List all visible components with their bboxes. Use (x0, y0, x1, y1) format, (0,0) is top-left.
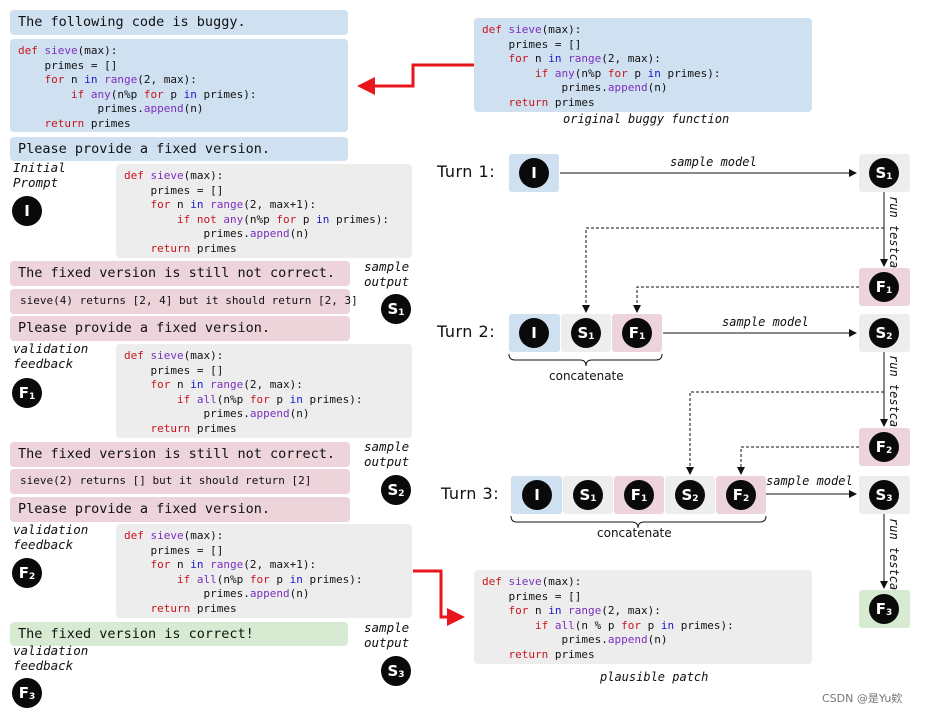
watermark: CSDN @是Yu欸 (822, 692, 903, 705)
provide-fixed-message-3: Please provide a fixed version. (10, 497, 350, 522)
provide-fixed-message-2: Please provide a fixed version. (10, 316, 350, 341)
dashed-s1-to-turn2 (582, 227, 884, 313)
correct-message: The fixed version is correct! (10, 622, 348, 646)
turn-3-label: Turn 3: (441, 484, 500, 503)
dashed-f1-to-turn2 (633, 286, 859, 313)
turn3-sample-model-label: sample model (766, 474, 853, 488)
validation-feedback-label-2: validation feedback (13, 522, 89, 552)
turn2-concatenate-brace (508, 353, 663, 367)
sample-output-label-2: sample output (364, 439, 410, 469)
sample-output-1-code: def sieve(max): primes = [] for n in ran… (116, 164, 412, 258)
turn1-node-i: I (519, 158, 549, 188)
sample-output-2-code: def sieve(max): primes = [] for n in ran… (116, 344, 412, 438)
node-initial-prompt-left: I (12, 196, 42, 226)
turn-1-label: Turn 1: (437, 162, 496, 181)
validation-feedback-label-3: validation feedback (13, 643, 89, 673)
plausible-patch-label: plausible patch (600, 670, 709, 684)
validation-feedback-1-text: sieve(4) returns [2, 4] but it should re… (10, 289, 358, 314)
plausible-patch-code: def sieve(max): primes = [] for n in ran… (474, 570, 812, 664)
turn-2-label: Turn 2: (437, 322, 496, 341)
sample-output-label-1: sample output (364, 259, 410, 289)
turn2-sample-model-label: sample model (722, 315, 809, 329)
original-buggy-function-code: def sieve(max): primes = [] for n in ran… (474, 18, 812, 112)
provide-fixed-message-1: Please provide a fixed version. (10, 137, 348, 161)
turn1-sample-model-label: sample model (670, 155, 757, 169)
sample-output-3-code: def sieve(max): primes = [] for n in ran… (116, 524, 412, 618)
buggy-code-block: def sieve(max): primes = [] for n in ran… (10, 39, 348, 132)
initial-prompt-label: Initial Prompt (13, 160, 66, 190)
validation-feedback-2-text: sieve(2) returns [] but it should return… (10, 469, 350, 494)
turn3-concatenate-label: concatenate (597, 526, 672, 540)
red-arrow-to-plausible-patch (413, 569, 465, 626)
turn2-node-i: I (519, 318, 549, 348)
sample-output-label-3: sample output (364, 620, 410, 650)
dashed-f2-to-turn3 (737, 446, 859, 475)
dashed-s2-to-turn3 (686, 391, 884, 475)
run-testcase-label-3: run testcase (887, 518, 901, 605)
turn2-concatenate-label: concatenate (549, 369, 624, 383)
validation-feedback-label-1: validation feedback (13, 341, 89, 371)
turn3-concatenate-brace (510, 515, 767, 529)
buggy-prompt-message: The following code is buggy. (10, 10, 348, 35)
original-buggy-function-label: original buggy function (563, 112, 730, 126)
run-testcase-label-2: run testcase (887, 355, 901, 442)
red-arrow-original-to-prompt (357, 63, 474, 95)
still-not-correct-message-2: The fixed version is still not correct. (10, 442, 350, 467)
run-testcase-label-1: run testcase (887, 196, 901, 283)
still-not-correct-message-1: The fixed version is still not correct. (10, 261, 350, 286)
turn3-node-i: I (522, 480, 552, 510)
